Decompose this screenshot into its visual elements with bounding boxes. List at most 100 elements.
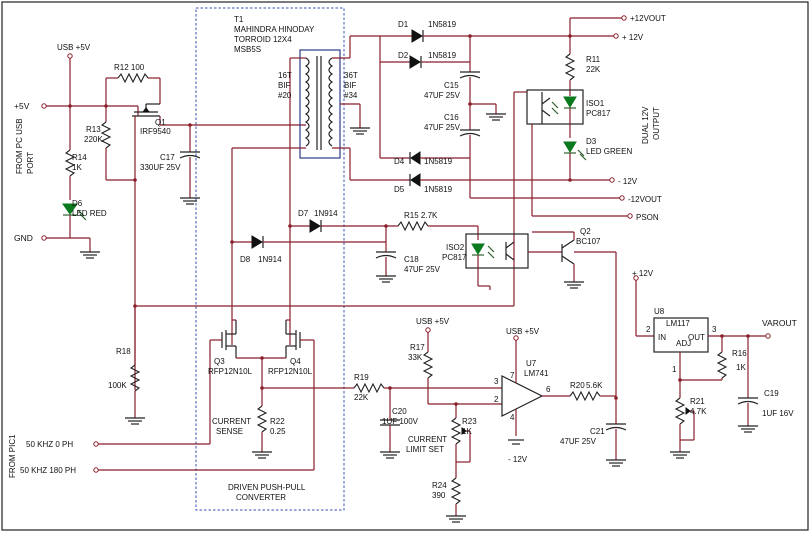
label-r21-value: 4.7K — [690, 407, 707, 416]
label-gnd: GND — [14, 233, 33, 243]
r11-resistor — [564, 53, 576, 81]
label-u8-adj: ADJ — [676, 339, 691, 348]
label-sense: SENSE — [216, 427, 243, 436]
r18-resistor — [129, 364, 141, 392]
label-r16-value: 1K — [736, 363, 746, 372]
label-d7: D7 — [298, 209, 309, 218]
label-r22: R22 — [270, 417, 285, 426]
label-t1-l3: MSB5S — [234, 45, 261, 54]
d2-diode — [409, 55, 421, 69]
label-c18: C18 — [404, 255, 419, 264]
label-from-pic: FROM PIC1 — [8, 434, 17, 478]
iso2-optocoupler — [465, 233, 529, 269]
label-q1-value: IRF9540 — [140, 127, 171, 136]
label-d5-value: 1N5819 — [424, 185, 453, 194]
label-driven-1: DRIVEN PUSH-PULL — [228, 483, 306, 492]
label-u8: U8 — [654, 307, 665, 316]
label-iso2-value: PC817 — [442, 253, 467, 262]
label-c17: C17 — [160, 153, 175, 162]
label-r13-value: 220K — [84, 135, 103, 144]
label-current-limit-1: CURRENT — [408, 435, 447, 444]
label-r24: R24 — [432, 481, 447, 490]
label-c15: C15 — [444, 81, 459, 90]
label-u8-in: IN — [658, 333, 666, 342]
label-c20-value: 1UF 100V — [382, 417, 419, 426]
label-op-pin4: 4 — [510, 413, 515, 422]
label-q4-value: RFP12N10L — [268, 367, 313, 376]
label-op-pin2: 2 — [494, 395, 499, 404]
label-current-limit-2: LIMIT SET — [406, 445, 444, 454]
r17-resistor — [422, 351, 434, 379]
label-r21: R21 — [690, 397, 705, 406]
label-d4: D4 — [394, 157, 405, 166]
khz0-node — [93, 441, 99, 447]
label-plus5v: +5V — [14, 101, 30, 111]
label-d3: D3 — [586, 137, 597, 146]
d7-diode — [309, 219, 321, 233]
label-r17: R17 — [410, 343, 425, 352]
label-q3: Q3 — [214, 357, 225, 366]
label-r19: R19 — [354, 373, 369, 382]
label-iso2: ISO2 — [446, 243, 465, 252]
label-q2-value: BC107 — [576, 237, 601, 246]
label-varout: VAROUT — [762, 318, 797, 328]
r12-resistor — [117, 72, 149, 84]
label-u7-value: LM741 — [524, 369, 549, 378]
label-c20: C20 — [392, 407, 407, 416]
label-d8-value: 1N914 — [258, 255, 282, 264]
label-usb5v-top: USB +5V — [57, 43, 91, 52]
label-op-pin6: 6 — [546, 385, 551, 394]
label-r22-value: 0.25 — [270, 427, 286, 436]
label-d7-value: 1N914 — [314, 209, 338, 218]
label-r11: R11 — [586, 55, 601, 64]
label-r18-value: 100K — [108, 381, 127, 390]
varout-node — [765, 333, 771, 339]
label-c17-value: 330UF 25V — [140, 163, 181, 172]
usb5v-c-node — [513, 335, 519, 341]
label-c18-value: 47UF 25V — [404, 265, 441, 274]
label-op-pin3: 3 — [494, 377, 499, 386]
label-khz-0: 50 KHZ 0 PH — [26, 440, 73, 449]
label-c15-value: 47UF 25V — [424, 91, 461, 100]
label-iso1-value: PC817 — [586, 109, 611, 118]
label-c21: C21 — [590, 427, 605, 436]
label-sec-bif: BIF — [344, 81, 357, 90]
r15-resistor — [397, 220, 429, 232]
label-r13: R13 — [86, 125, 101, 134]
d1-diode — [411, 29, 423, 43]
r23-potentiometer — [450, 417, 462, 445]
label-r14-value: 1K — [72, 163, 82, 172]
label-c21-value: 47UF 25V — [560, 437, 597, 446]
label-t1-l1: MAHINDRA HINODAY — [234, 25, 315, 34]
r21-potentiometer — [674, 397, 686, 425]
label-p12b: + 12V — [632, 269, 654, 278]
label-r17-value: 33K — [408, 353, 423, 362]
r16-resistor — [716, 351, 728, 379]
label-out12: +12VOUT — [630, 14, 666, 23]
label-d6: D6 — [72, 199, 83, 208]
d3-led — [563, 141, 577, 153]
label-mout12: -12VOUT — [628, 195, 662, 204]
label-r24-value: 390 — [432, 491, 446, 500]
label-r16: R16 — [732, 349, 747, 358]
label-u8-out: OUT — [688, 333, 705, 342]
mout12-node — [619, 195, 625, 201]
label-usb5v-c: USB +5V — [506, 327, 540, 336]
label-d1-value: 1N5819 — [428, 20, 457, 29]
d4-diode — [410, 151, 421, 165]
p12-node — [613, 33, 619, 39]
label-c16: C16 — [444, 113, 459, 122]
label-sec-gauge: #34 — [344, 91, 358, 100]
label-r23-value: 1K — [462, 427, 472, 436]
label-d2: D2 — [398, 51, 409, 60]
plus5v-node — [41, 103, 47, 109]
label-r20-value: 5.6K — [586, 381, 603, 390]
label-usb5v-b: USB +5V — [416, 317, 450, 326]
label-p12: + 12V — [622, 33, 644, 42]
label-r14: R14 — [72, 153, 87, 162]
label-r11-value: 22K — [586, 65, 601, 74]
label-m12: - 12V — [618, 177, 638, 186]
